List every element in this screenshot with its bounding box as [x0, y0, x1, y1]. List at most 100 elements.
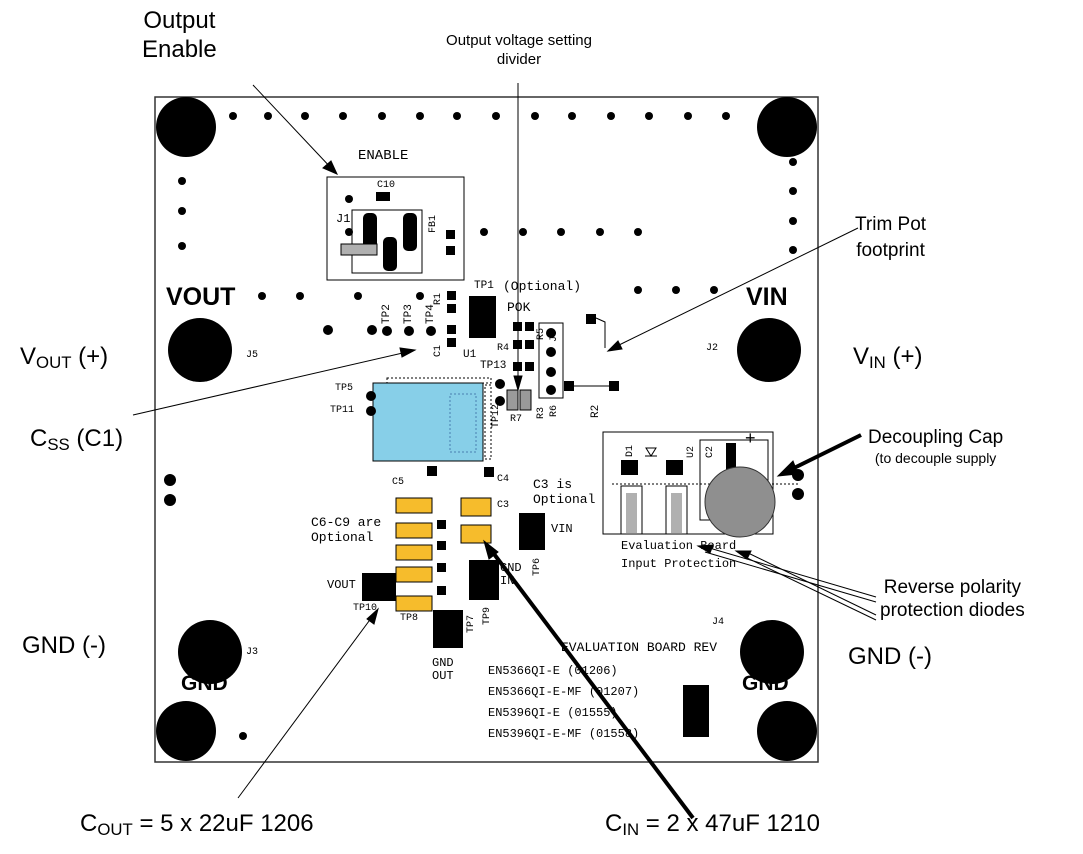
silk-rev-line-2: EN5366QI-E-MF (01207) [488, 685, 640, 699]
callout-cin-sub: IN [622, 820, 640, 840]
r1-pad-1 [447, 291, 456, 300]
tp10-pad [362, 573, 396, 601]
r7-pad-1 [506, 389, 519, 411]
silk-vin-tp: VIN [551, 522, 573, 536]
silk-tp11: TP11 [330, 405, 355, 416]
c5-pad [427, 466, 437, 476]
callout-output-enable-line2: Enable [142, 36, 217, 63]
silk-gnd-right: GND [742, 672, 789, 695]
silk-tp1: TP1 [474, 280, 494, 292]
callout-css-sub: SS [47, 435, 70, 455]
cin-cap-2 [460, 524, 492, 544]
silk-gnd-in-line2: IN [500, 574, 515, 588]
trim-pot-pad-3 [609, 381, 619, 391]
c10-pad [376, 192, 390, 201]
callout-trim-pot-line1: Trim Pot [855, 214, 927, 235]
r3-pad-1 [525, 362, 534, 371]
silk-tp6: TP6 [532, 557, 543, 576]
callout-reverse-polarity: Reverse polarity protection diodes [880, 576, 1025, 622]
silk-c6-c9-line2: Optional [311, 530, 374, 545]
d1-body-fill [626, 493, 637, 533]
silk-tp10: TP10 [353, 603, 378, 614]
tp7-pad [433, 610, 463, 648]
jack-pad-j5 [168, 318, 232, 382]
tp12-dot [495, 396, 505, 406]
u1-pins-top [386, 377, 492, 384]
silk-gnd-out-line2: OUT [432, 669, 454, 683]
silk-c2: C2 [705, 445, 716, 458]
d1-pad [621, 460, 638, 475]
cout-side-pad-1 [437, 520, 446, 529]
cout-cap-3 [395, 544, 433, 561]
d1-diode-symbol [645, 447, 657, 457]
callout-decoupling-line2: (to decouple supply [874, 450, 997, 466]
r5-pad-2 [525, 340, 534, 349]
tp4-dot [426, 326, 436, 336]
silk-r7: R7 [510, 414, 523, 425]
tp5-dot [366, 391, 376, 401]
callout-reverse-line2: protection diodes [880, 600, 1025, 621]
silk-rev-line-1: EN5366QI-E (01206) [488, 664, 618, 678]
j6-outline [538, 322, 564, 399]
trim-pot-outline-top [595, 317, 606, 348]
callout-cout-sub: OUT [97, 820, 133, 840]
c4-pad [484, 467, 494, 477]
cout-side-pad-4 [437, 586, 446, 595]
callout-cout-main: C [80, 810, 98, 837]
silk-c3-optional-line1: C3 is [533, 477, 573, 492]
silk-gnd-out-line1: GND [432, 656, 454, 670]
silk-j5: J5 [246, 350, 259, 361]
callout-gnd-right: GND (-) [848, 643, 932, 670]
cout-cap-4 [395, 566, 433, 583]
silk-tp9: TP9 [482, 606, 493, 625]
callout-css-main: C [30, 425, 48, 452]
r1-pad-2 [447, 304, 456, 313]
trim-pot-pad-1 [586, 314, 596, 324]
silk-tp8: TP8 [400, 613, 419, 624]
jack-pad-j3 [178, 620, 242, 684]
callout-decoupling-line1: Decoupling Cap [868, 427, 1004, 448]
silk-c3-optional-line2: Optional [533, 492, 596, 507]
callout-vin-main: V [853, 343, 870, 370]
callout-cin: CIN = 2 x 47uF 1210 [605, 810, 820, 840]
silk-enable: ENABLE [358, 148, 409, 164]
cin-cap-1 [460, 497, 492, 517]
callout-reverse-line1: Reverse polarity [883, 577, 1021, 598]
enable-header-outline [326, 176, 465, 281]
board-outline [154, 96, 819, 763]
j1-pin-2 [383, 237, 397, 271]
silk-r6: R6 [549, 404, 560, 417]
cout-cap-2 [395, 522, 433, 539]
trim-pot-pad-2 [564, 381, 574, 391]
j1-pin-3 [403, 213, 417, 251]
callout-cout: COUT = 5 x 22uF 1206 [80, 810, 314, 840]
silk-pok: POK [507, 300, 531, 315]
r7-pad-2 [519, 389, 532, 411]
silk-j2: J2 [706, 343, 719, 354]
mounting-hole-bottom-left [156, 701, 216, 761]
u2-body-fill [671, 493, 682, 533]
j1-outline [351, 209, 423, 274]
callout-vout-rest: (+) [71, 343, 109, 370]
silk-j3: J3 [246, 647, 259, 658]
callout-decoupling: Decoupling Cap (to decouple supply [868, 428, 1003, 468]
u2-pad [666, 460, 683, 475]
jack-pad-j4 [740, 620, 804, 684]
silk-gnd-in: GND IN [500, 562, 522, 588]
fb1-pad-1 [446, 230, 455, 239]
silk-tp12: TP12 [491, 403, 502, 428]
c1-pad-1 [447, 325, 456, 334]
silk-fb1: FB1 [428, 214, 439, 233]
leader-lines [132, 83, 877, 820]
silk-input-protection: Input Protection [621, 557, 737, 571]
silk-c4: C4 [497, 474, 510, 485]
callout-trim-pot: Trim Pot footprint [855, 212, 926, 264]
tp2-dot [382, 326, 392, 336]
silk-tp3: TP3 [403, 304, 415, 324]
callout-vin: VIN (+) [853, 343, 922, 373]
silk-tp13: TP13 [480, 360, 507, 372]
tp11-dot [366, 406, 376, 416]
j1-jumper-shunt [340, 243, 378, 256]
u1-thermal-pad [449, 393, 477, 453]
